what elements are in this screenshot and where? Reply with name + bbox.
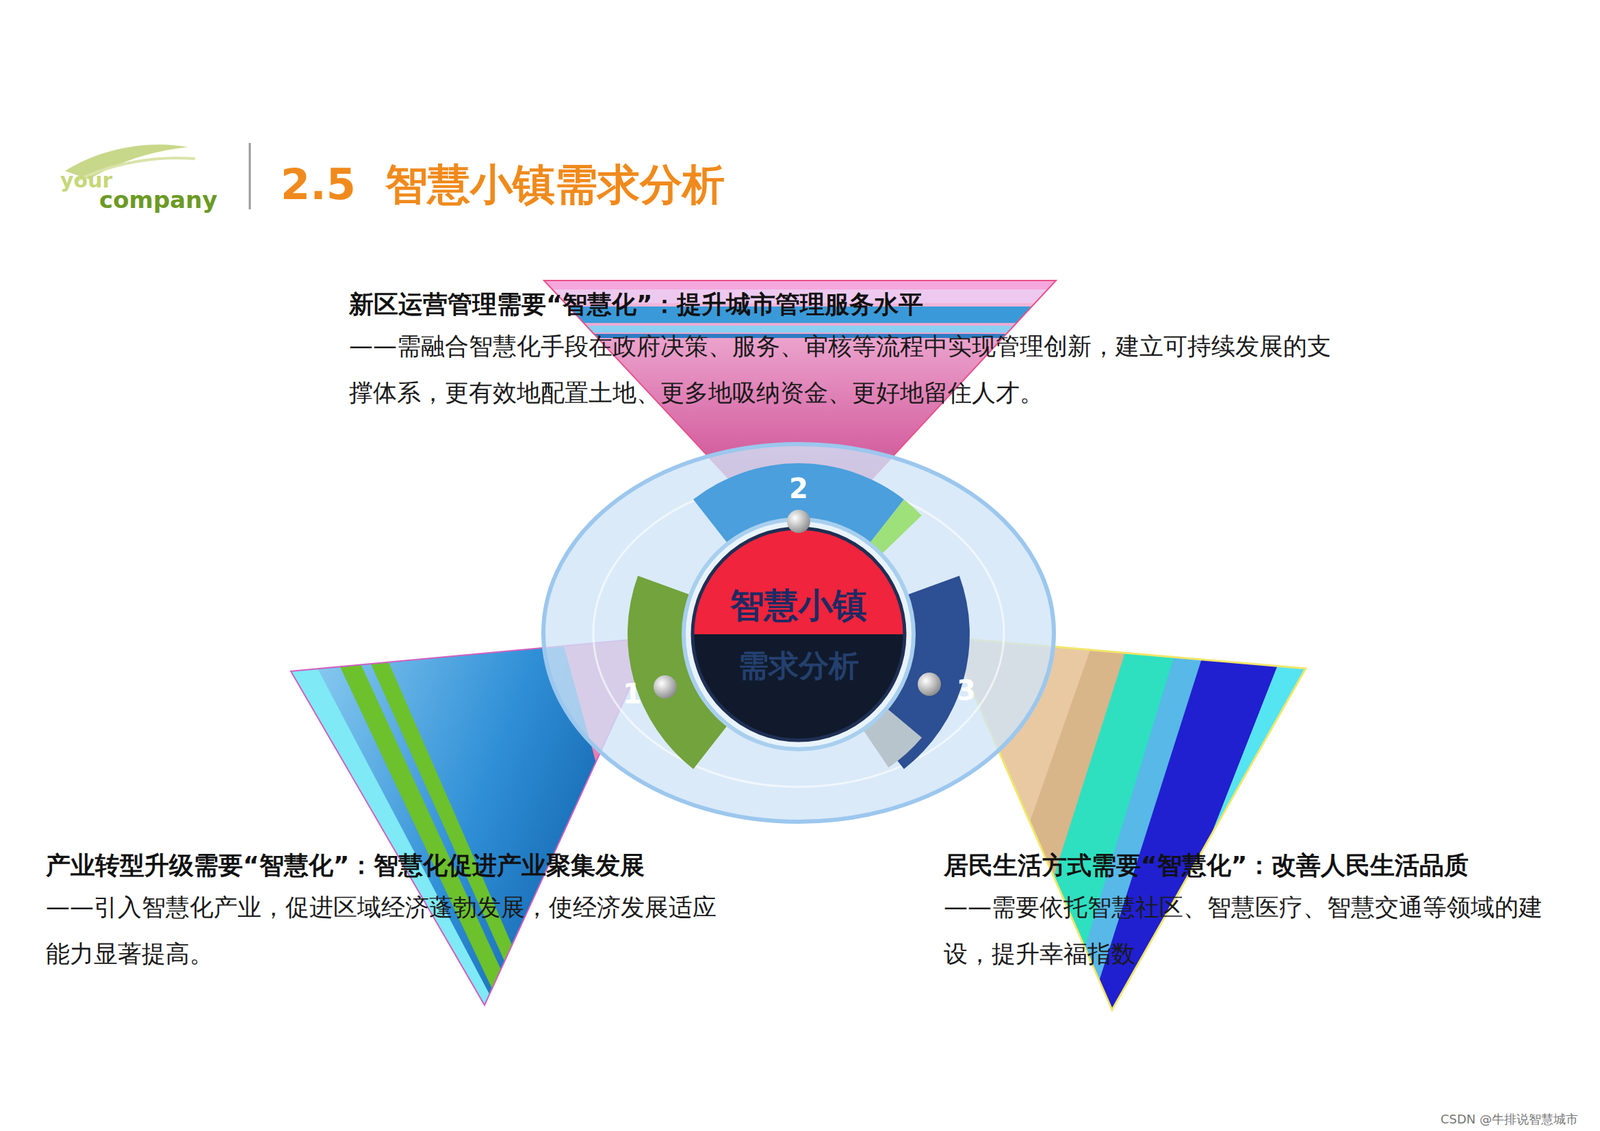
node-body: 需求分析 [692,646,905,685]
watermark: CSDN @牛排说智慧城市 [1440,1111,1579,1128]
node-heading: 2 [771,472,827,506]
node-heading: 居民生活方式需要“智慧化”：改善人民生活品质 [943,847,1553,885]
requirement-block: 产业转型升级需要“智慧化”：智慧化促进产业聚集发展——引入智慧化产业，促进区域经… [45,847,731,978]
center-circle: 智慧小镇需求分析 [692,584,905,685]
node-body: ——需融合智慧化手段在政府决策、服务、审核等流程中实现管理创新，建立可持续发展的… [349,323,1342,417]
slide-title: 2.5 智慧小镇需求分析 [280,156,725,214]
node-heading: 3 [938,674,994,707]
requirement-block: 新区运营管理需要“智慧化”：提升城市管理服务水平——需融合智慧化手段在政府决策、… [349,286,1342,417]
node-body: ——需要依托智慧社区、智慧医疗、智慧交通等领域的建设，提升幸福指数 [943,884,1553,978]
node-heading: 1 [604,677,660,711]
segment-number: 3 [938,674,994,707]
logo-text: company [99,186,218,214]
node-heading: 新区运营管理需要“智慧化”：提升城市管理服务水平 [349,286,1342,324]
node-heading: 产业转型升级需要“智慧化”：智慧化促进产业聚集发展 [45,847,731,885]
segment-number: 2 [771,472,827,506]
node-body: ——引入智慧化产业，促进区域经济蓬勃发展，使经济发展适应能力显著提高。 [45,884,731,978]
node-heading: 智慧小镇 [692,584,905,628]
segment-number: 1 [604,677,660,711]
requirement-block: 居民生活方式需要“智慧化”：改善人民生活品质——需要依托智慧社区、智慧医疗、智慧… [943,847,1553,978]
